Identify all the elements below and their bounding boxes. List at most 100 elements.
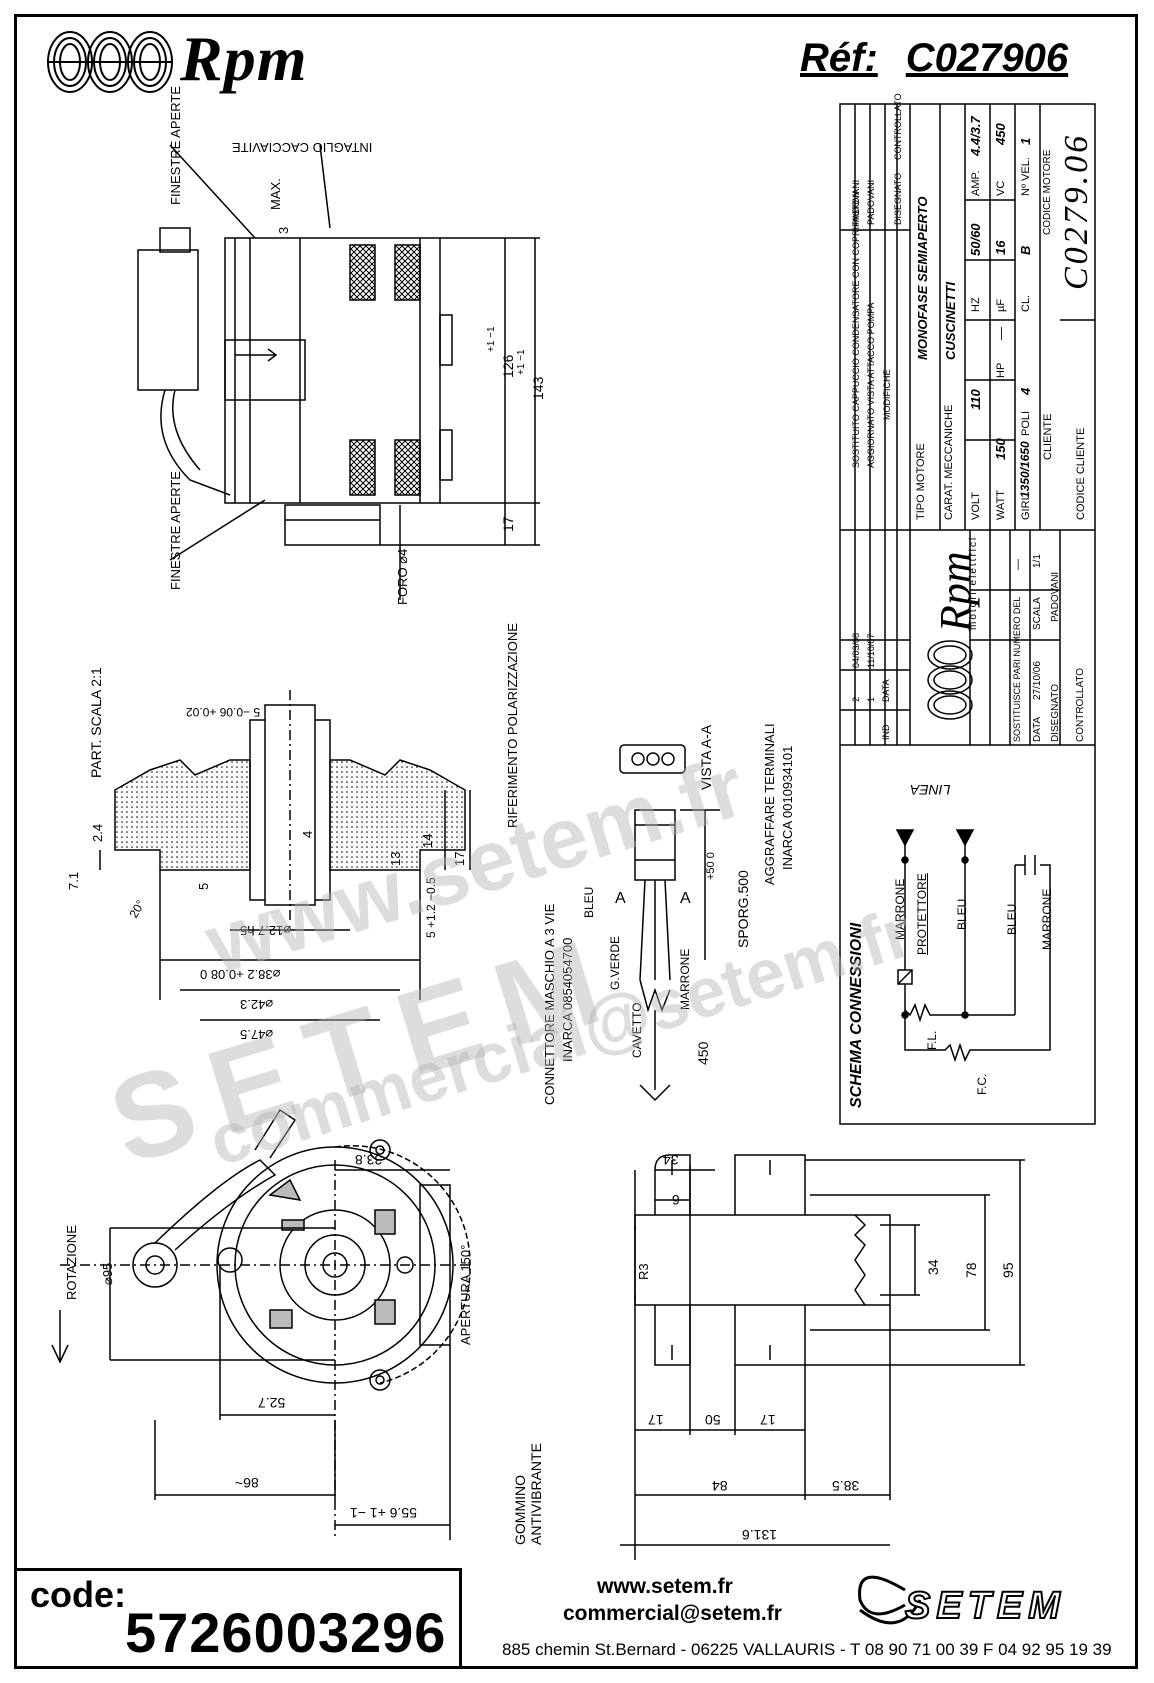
schema-bleu-2: BLEU: [1005, 903, 1019, 935]
dia-95: ⌀95: [100, 1262, 115, 1285]
volt-label: VOLT: [970, 492, 982, 520]
dim-7-1: 7.1: [66, 871, 81, 890]
codice-motore-label: CODICE MOTORE: [1042, 149, 1053, 235]
giri-label: GIRI: [1020, 497, 1032, 520]
ind-header: IND: [881, 724, 891, 741]
setem-swoosh-logo: [858, 1575, 922, 1625]
motor-top-view: [137, 144, 540, 600]
dim-17b: 17: [760, 1412, 776, 1428]
data-row-label: DATA: [1032, 716, 1043, 742]
controllato-label: CONTROLLATO: [1075, 667, 1086, 742]
vc-value: 450: [993, 123, 1008, 145]
dim-38-5: 38.5: [832, 1478, 860, 1494]
aggraffare-label: AGGRAFFARE TERMINALI: [762, 723, 777, 885]
hz-value: 50/60: [968, 223, 983, 256]
scala-label: SCALA: [1032, 597, 1043, 630]
sostituisce-value: —: [1012, 559, 1024, 570]
dim-143: 143: [530, 376, 546, 400]
nvel-value: 1: [1018, 137, 1033, 145]
nvel-label: Nº VEL.: [1020, 157, 1032, 196]
section-a1: A: [615, 890, 626, 907]
hp-value: —: [993, 327, 1008, 340]
watt-label: WATT: [995, 490, 1007, 520]
volt-value: 110: [968, 389, 983, 410]
dim-17-top: 17: [500, 516, 516, 532]
detail-title: PART. SCALA 2:1: [88, 667, 104, 778]
rpm-coil-logo: [47, 31, 173, 93]
titleblock-logo-sub: motori elettrici: [968, 535, 979, 630]
intaglio-label: INTAGLIO CACCIAVITE: [232, 140, 373, 155]
ref-value: C027906: [905, 36, 1069, 80]
carat-label: CARAT. MECCANICHE: [943, 404, 955, 520]
inarca-1-label: INARCA 0010934101: [780, 745, 795, 870]
mod-row2-ind: 2: [851, 696, 861, 702]
footer-website[interactable]: www.setem.fr: [597, 1575, 733, 1598]
dim-78: 78: [963, 1262, 979, 1278]
max-label: MAX.: [268, 178, 283, 210]
dim-126: 126: [500, 354, 516, 378]
schema-protettore: PROTETTORE: [915, 873, 929, 955]
connector-drawing: [619, 744, 720, 1102]
rotazione-label: ROTAZIONE: [64, 1225, 79, 1300]
data-header: DATA: [881, 679, 891, 702]
linea-label: LINEA: [910, 782, 951, 798]
vc-label: VC: [995, 180, 1007, 196]
schema-fl: F.L.: [925, 1030, 939, 1050]
mod-row1-by: PADOVANI: [866, 179, 876, 225]
mod-row2-by: PADOVANI: [851, 179, 861, 225]
dim-2-4: 2.4: [90, 823, 105, 842]
dim-143-tol: +1 −1: [516, 349, 527, 375]
hp-label: HP: [995, 362, 1007, 378]
cl-label: CL.: [1020, 294, 1032, 312]
uf-label: µF: [995, 298, 1007, 312]
r3-label: R3: [636, 1263, 651, 1280]
tipo-motore-value: MONOFASE SEMIAPERTO: [915, 196, 930, 361]
gommino-label: GOMMINO ANTIVIBRANTE: [512, 1443, 544, 1545]
dim-5-tol: 5 −0.06 +0.02: [186, 705, 261, 719]
motor-front-view: [51, 1108, 471, 1540]
dim-450: 450: [695, 1041, 711, 1065]
mod-row2-text: SOSTITUITO CAPPUCCIO CONDENSATORE CON CO…: [851, 191, 861, 468]
footer-email[interactable]: commercial@setem.fr: [563, 1602, 782, 1625]
dim-131-6: 131.6: [742, 1527, 778, 1543]
finestre-aperte-bottom: FINESTRE APERTE: [168, 471, 183, 590]
dim-84: 84: [712, 1478, 728, 1494]
setem-logo-text: SETEM: [904, 1584, 1066, 1628]
reference: Réf: C027906: [800, 36, 1068, 81]
schema-fc: F.C.: [975, 1073, 989, 1095]
section-a2: A: [680, 890, 691, 907]
bracket-side-view: [620, 1154, 1025, 1560]
dim-55-6: 55.6 +1 −1: [350, 1505, 417, 1521]
riferimento-label: RIFERIMENTO POLARIZZAZIONE: [505, 623, 520, 828]
dim-6: 6: [672, 1192, 680, 1208]
dim-95: 95: [1000, 1262, 1016, 1278]
dim-52-7: 52.7: [258, 1395, 286, 1411]
dim-86: 86~: [235, 1475, 259, 1491]
ref-label: Réf:: [800, 36, 878, 80]
dim-50: 50: [705, 1412, 721, 1428]
codice-cliente-label: CODICE CLIENTE: [1075, 427, 1087, 520]
dim-17a: 17: [648, 1412, 664, 1428]
schema-bleu-1: BLEU: [955, 898, 969, 930]
schema-marrone-2: MARRONE: [1040, 888, 1054, 950]
titleblock-coil-logo: [927, 640, 973, 720]
cl-value: B: [1018, 245, 1033, 255]
scala-value: 1/1: [1032, 554, 1043, 568]
mod-row1-date: 11/10/07: [866, 633, 876, 668]
disegnato-value: PADOVANI: [1050, 571, 1061, 622]
poli-label: POLI: [1020, 410, 1032, 436]
controllato-header: CONTROLLATO: [893, 93, 903, 160]
shaft-detail: [99, 690, 471, 1021]
apertura-label: APERTURA 150°: [458, 1244, 473, 1345]
codice-motore-value: C0279.06: [1058, 132, 1095, 290]
max-value: 3: [276, 226, 291, 234]
data-row-value: 27/10/06: [1032, 661, 1043, 700]
mod-row1-text: AGGIORNATO VISTA ATTACCO POMPA: [866, 302, 876, 468]
poli-value: 4: [1018, 387, 1033, 395]
dim-4: 4: [300, 830, 315, 838]
title-block-grid: [839, 103, 1096, 1125]
dim-5: 5: [196, 882, 211, 890]
dim-33-8: 33.8: [355, 1152, 383, 1168]
sostituisce-label: SOSTITUISCE PARI NUMERO DEL: [1012, 596, 1022, 742]
